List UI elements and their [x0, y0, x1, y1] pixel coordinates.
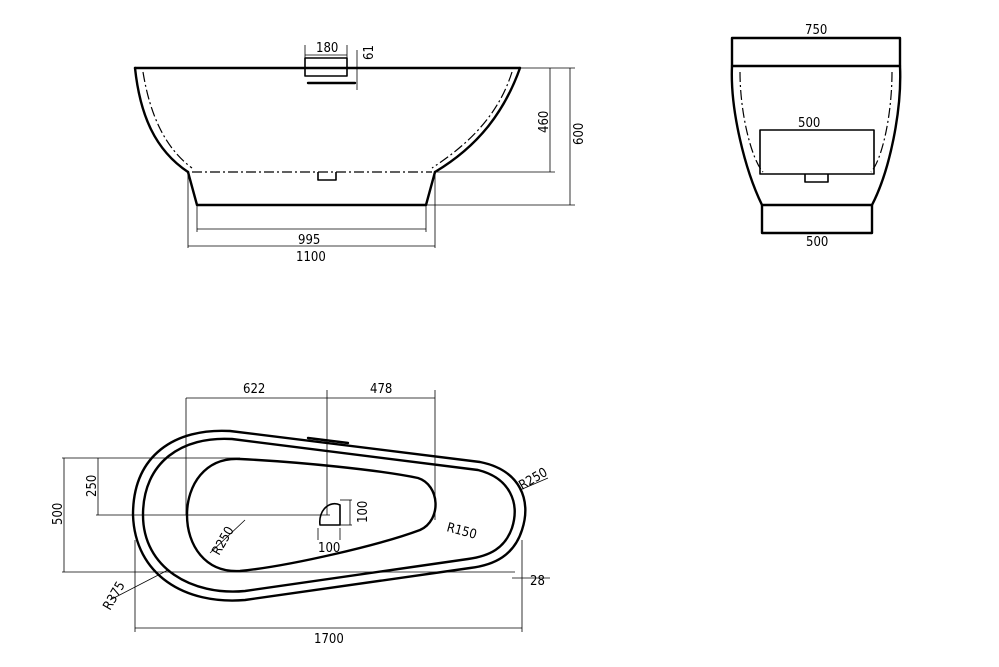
side-overflow-panel: [759, 129, 875, 175]
dim-622: 622: [243, 382, 265, 397]
radius-r250-right: R250: [517, 465, 551, 493]
top-outer-rim: [131, 429, 527, 602]
dim-28: 28: [530, 574, 545, 589]
front-overflow: [304, 57, 348, 77]
dim-1700: 1700: [314, 632, 344, 647]
front-base: [186, 170, 437, 207]
dim-180: 180: [316, 41, 338, 56]
side-shell-right: [870, 64, 902, 207]
dim-250: 250: [85, 475, 100, 497]
radius-r250-inner: R250: [209, 524, 237, 558]
dim-478: 478: [370, 382, 392, 397]
front-shell-left: [133, 66, 190, 174]
side-shell-left: [730, 64, 764, 207]
front-view: 180 61 460 600 995 1100: [133, 41, 587, 265]
front-drain: [317, 172, 337, 181]
dim-750: 750: [805, 23, 827, 38]
radius-r375: R375: [100, 579, 128, 613]
side-rim: [730, 36, 902, 68]
dim-500-base: 500: [806, 235, 828, 250]
dim-995: 995: [298, 233, 320, 248]
top-inner-rim: [141, 437, 516, 593]
side-view: 750 500 500: [730, 23, 902, 250]
front-inner-right: [431, 71, 513, 169]
dim-drain-width: 100: [318, 541, 340, 556]
dim-drain-height: 100: [356, 501, 371, 523]
top-drain: [319, 503, 341, 526]
dim-500: 500: [51, 503, 66, 525]
radius-r150: R150: [445, 520, 478, 542]
dim-500-inner: 500: [798, 116, 820, 131]
side-drain: [804, 174, 829, 183]
top-overflow-bar: [306, 436, 350, 445]
side-base: [760, 203, 874, 235]
dim-1100: 1100: [296, 250, 326, 265]
dim-460: 460: [537, 111, 552, 133]
front-shell-right: [433, 66, 522, 174]
front-inner-left: [142, 71, 193, 169]
dim-600: 600: [572, 123, 587, 145]
dim-61: 61: [362, 45, 377, 60]
top-view: 622 478 250 500 100 100 R250 R150 R250 R…: [51, 382, 550, 647]
